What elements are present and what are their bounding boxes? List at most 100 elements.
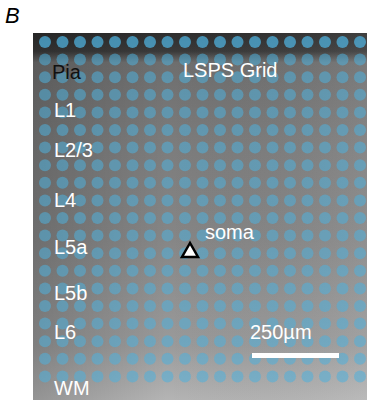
stimulus-spot [197,353,209,365]
stimulus-spot [127,353,139,365]
stimulus-spot [144,230,156,242]
stimulus-spot [319,370,331,382]
lsps-grid [39,36,366,382]
stimulus-spot [92,89,104,101]
stimulus-spot [337,159,349,171]
stimulus-spot [284,36,296,48]
stimulus-spot [179,370,191,382]
stimulus-spot [354,142,366,154]
tissue-photo [33,33,367,400]
stimulus-spot [354,230,366,242]
stimulus-spot [284,370,296,382]
stimulus-spot [354,54,366,66]
stimulus-spot [39,54,51,66]
stimulus-spot [74,265,86,277]
stimulus-spot [144,36,156,48]
stimulus-spot [109,212,121,224]
stimulus-spot [39,142,51,154]
stimulus-spot [144,177,156,189]
stimulus-spot [337,142,349,154]
stimulus-spot [267,230,279,242]
stimulus-spot [39,124,51,136]
stimulus-spot [74,159,86,171]
stimulus-spot [127,300,139,312]
stimulus-spot [337,212,349,224]
stimulus-spot [127,106,139,118]
stimulus-spot [179,335,191,347]
stimulus-spot [302,370,314,382]
stimulus-spot [92,142,104,154]
stimulus-spot [267,142,279,154]
stimulus-spot [197,318,209,330]
stimulus-spot [39,265,51,277]
stimulus-spot [39,230,51,242]
stimulus-spot [267,282,279,294]
stimulus-spot [267,370,279,382]
stimulus-spot [284,212,296,224]
stimulus-spot [39,212,51,224]
stimulus-spot [92,230,104,242]
stimulus-spot [162,370,174,382]
stimulus-spot [302,177,314,189]
stimulus-spot [109,89,121,101]
layer-label: L6 [54,322,76,342]
stimulus-spot [302,300,314,312]
stimulus-spot [302,36,314,48]
stimulus-spot [39,353,51,365]
stimulus-spot [74,89,86,101]
stimulus-spot [57,177,69,189]
stimulus-spot [284,282,296,294]
stimulus-spot [337,282,349,294]
stimulus-spot [337,335,349,347]
stimulus-spot [197,177,209,189]
stimulus-spot [39,71,51,83]
stimulus-spot [249,247,261,259]
stimulus-spot [302,124,314,136]
stimulus-spot [197,124,209,136]
stimulus-spot [319,71,331,83]
stimulus-spot [92,300,104,312]
stimulus-spot [302,247,314,259]
stimulus-spot [197,159,209,171]
stimulus-spot [179,177,191,189]
stimulus-spot [39,335,51,347]
stimulus-spot [179,124,191,136]
stimulus-spot [197,370,209,382]
stimulus-spot [319,247,331,259]
stimulus-spot [337,230,349,242]
stimulus-spot [284,142,296,154]
stimulus-spot [319,230,331,242]
stimulus-spot [337,71,349,83]
stimulus-spot [144,194,156,206]
stimulus-spot [162,265,174,277]
stimulus-spot [319,318,331,330]
stimulus-spot [92,212,104,224]
stimulus-spot [354,212,366,224]
stimulus-spot [127,194,139,206]
stimulus-spot [144,142,156,154]
stimulus-spot [179,265,191,277]
soma-marker [182,243,198,257]
stimulus-spot [162,212,174,224]
stimulus-spot [337,300,349,312]
layer-label: L5b [54,283,87,303]
stimulus-spot [267,89,279,101]
stimulus-spot [354,89,366,101]
stimulus-spot [144,54,156,66]
stimulus-spot [39,106,51,118]
stimulus-spot [109,282,121,294]
stimulus-spot [354,370,366,382]
stimulus-spot [92,370,104,382]
stimulus-spot [232,247,244,259]
stimulus-spot [109,142,121,154]
stimulus-spot [92,106,104,118]
stimulus-spot [232,142,244,154]
stimulus-spot [319,335,331,347]
stimulus-spot [127,265,139,277]
stimulus-spot [319,212,331,224]
stimulus-spot [39,282,51,294]
stimulus-spot [197,282,209,294]
stimulus-spot [127,370,139,382]
stimulus-spot [109,54,121,66]
scale-bar [252,353,339,358]
